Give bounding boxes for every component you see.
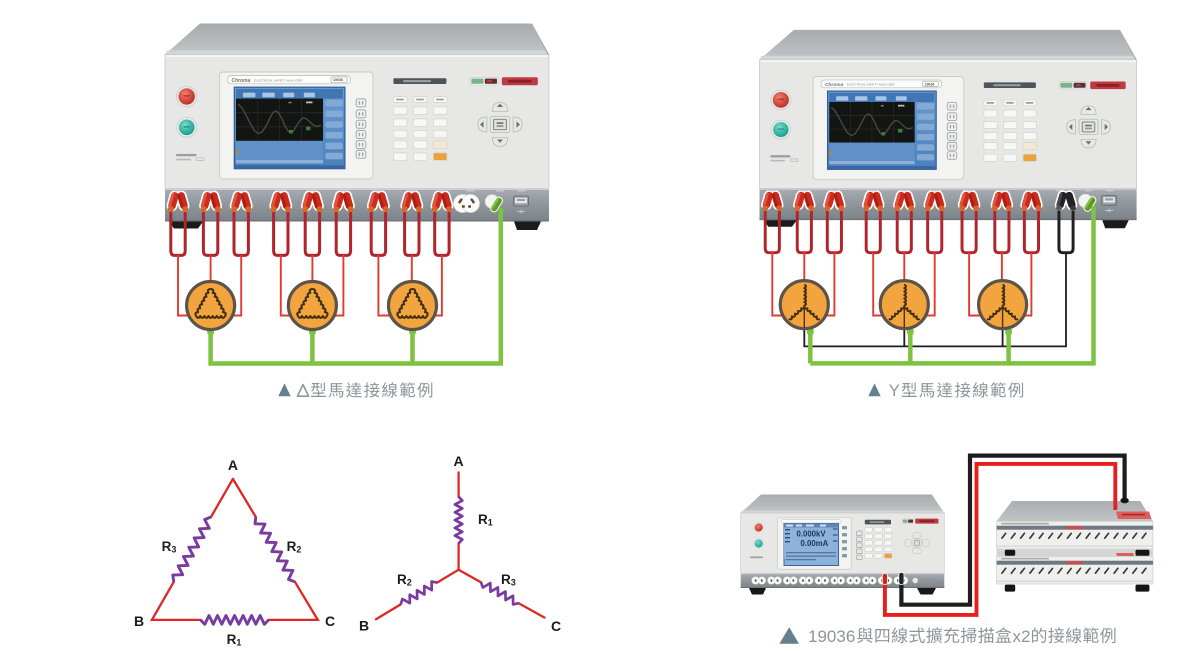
svg-text:B: B	[134, 613, 144, 629]
svg-text:0.00mA: 0.00mA	[801, 539, 829, 548]
svg-text:Y: Y	[889, 382, 900, 400]
svg-text:B: B	[359, 618, 369, 634]
svg-text:A: A	[454, 453, 464, 469]
svg-text:19036: 19036	[808, 627, 855, 646]
svg-text:C: C	[325, 613, 335, 629]
svg-text:x2: x2	[1013, 627, 1031, 646]
svg-text:0.000kV: 0.000kV	[797, 530, 827, 539]
svg-text:C: C	[551, 618, 561, 634]
svg-text:A: A	[228, 457, 238, 473]
